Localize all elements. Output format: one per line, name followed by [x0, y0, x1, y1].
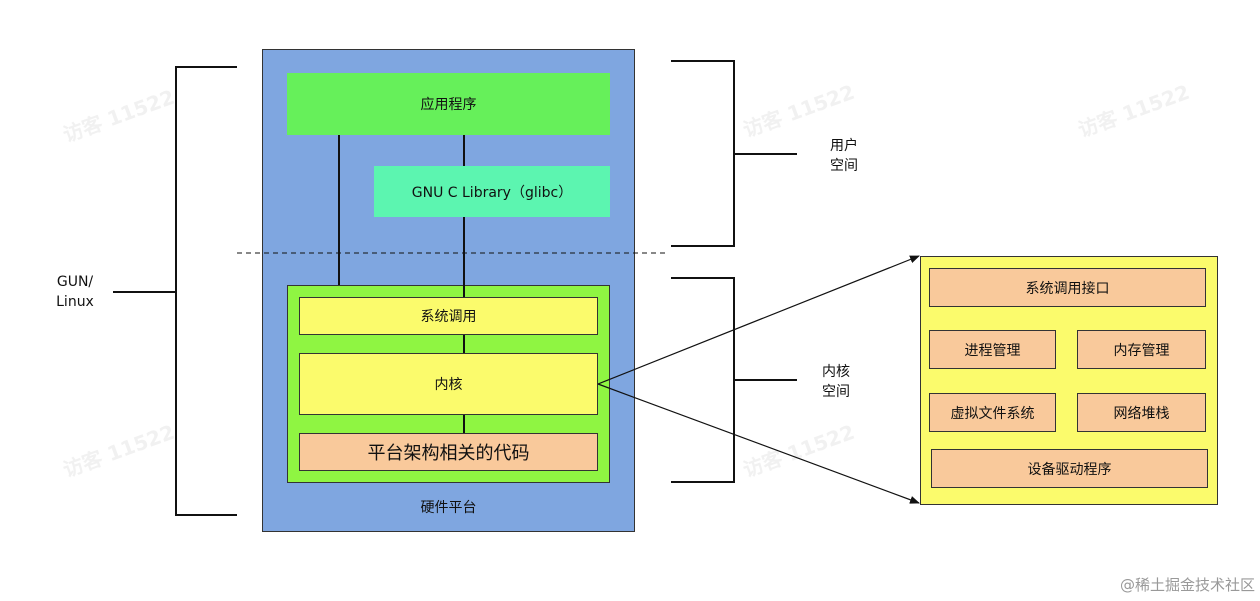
kernel-box: 内核	[299, 353, 598, 415]
network-stack-box: 网络堆栈	[1077, 393, 1206, 432]
memory-management-box: 内存管理	[1077, 330, 1206, 369]
gnu-linux-bracket	[175, 66, 237, 516]
device-drivers-box: 设备驱动程序	[931, 449, 1208, 488]
application-box: 应用程序	[287, 73, 610, 135]
user-space-bracket	[671, 60, 735, 247]
hardware-platform-label: 硬件平台	[420, 500, 477, 516]
process-management-box: 进程管理	[929, 330, 1056, 369]
footer-credit: @稀土掘金技术社区	[1119, 576, 1255, 594]
kernel-space-bracket	[671, 277, 735, 483]
user-space-label: 用户 空间	[830, 138, 858, 174]
kernel-space-label: 内核 空间	[822, 364, 850, 400]
arch-code-box: 平台架构相关的代码	[299, 433, 598, 471]
zoom-arrow-bottom	[597, 383, 920, 504]
zoom-arrow-top	[597, 255, 920, 385]
gnu-linux-label: GUN/ Linux	[56, 274, 94, 310]
glibc-box: GNU C Library（glibc）	[374, 166, 610, 217]
syscall-interface-box: 系统调用接口	[929, 268, 1206, 307]
virtual-file-system-box: 虚拟文件系统	[929, 393, 1056, 432]
system-call-box: 系统调用	[299, 297, 598, 335]
